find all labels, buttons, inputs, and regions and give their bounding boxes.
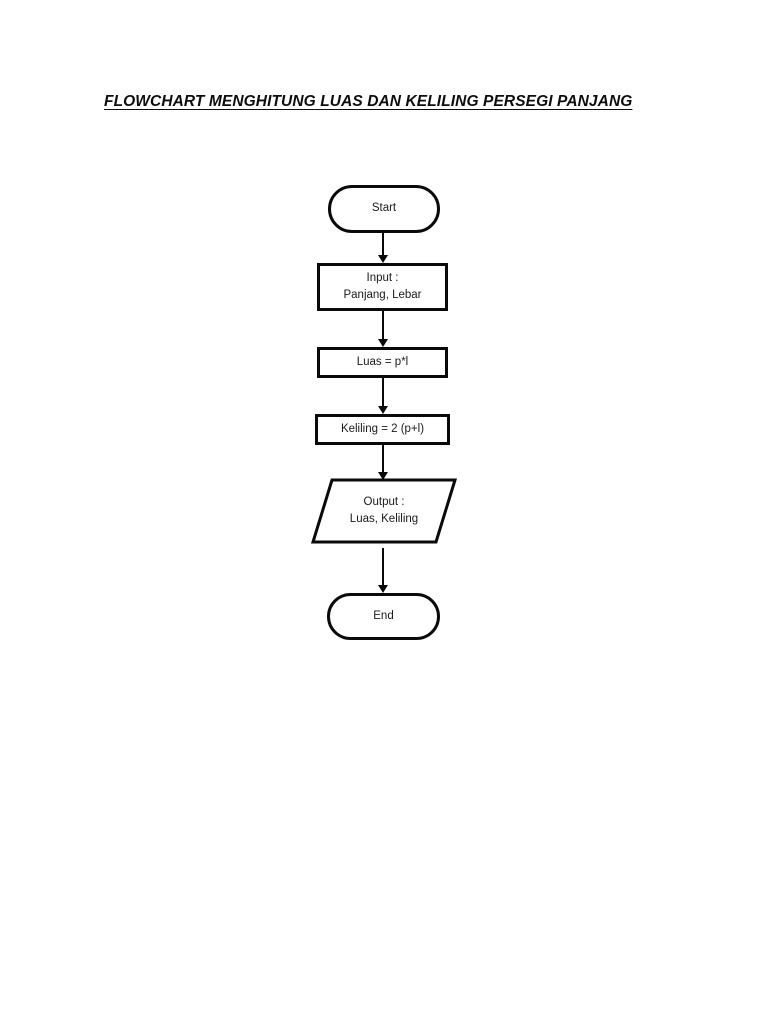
flow-node-keliling[interactable]: Keliling = 2 (p+l) — [315, 414, 450, 445]
flow-node-luas[interactable]: Luas = p*l — [317, 347, 448, 378]
flow-node-start[interactable]: Start — [328, 185, 440, 233]
edge-shaft — [382, 233, 384, 257]
arrowhead-icon — [378, 472, 388, 480]
edge-shaft — [382, 445, 384, 474]
flow-edge-luas-to-keliling — [377, 378, 389, 414]
flow-node-output-label-line2: Luas, Keliling — [349, 513, 419, 525]
edge-shaft — [382, 548, 384, 587]
parallelogram-shape — [311, 478, 457, 544]
arrowhead-icon — [378, 406, 388, 414]
flow-node-output[interactable]: Output : Luas, Keliling — [311, 478, 457, 544]
flow-node-input-label-line2: Panjang, Lebar — [343, 289, 422, 301]
page-title: FLOWCHART MENGHITUNG LUAS DAN KELILING P… — [104, 93, 633, 110]
flow-node-input-label-line1: Input : — [366, 271, 399, 284]
flow-edge-input-to-luas — [377, 311, 389, 347]
arrowhead-icon — [378, 255, 388, 263]
arrowhead-icon — [378, 339, 388, 347]
flow-node-input[interactable]: Input : Panjang, Lebar — [317, 263, 448, 311]
flow-edge-keliling-to-output — [377, 445, 389, 480]
flow-node-keliling-label: Keliling = 2 (p+l) — [340, 422, 425, 435]
flow-node-end[interactable]: End — [327, 593, 440, 640]
flow-node-output-text: Output : Luas, Keliling — [311, 478, 457, 544]
flow-node-output-label-line1: Output : — [363, 495, 405, 508]
flow-node-end-label: End — [373, 609, 394, 622]
arrowhead-icon — [378, 585, 388, 593]
flow-node-start-label: Start — [371, 202, 397, 215]
flow-edge-start-to-input — [377, 233, 389, 263]
edge-shaft — [382, 378, 384, 408]
edge-shaft — [382, 311, 384, 341]
flow-edge-output-to-end — [377, 548, 389, 593]
flow-node-luas-label: Luas = p*l — [356, 355, 409, 368]
